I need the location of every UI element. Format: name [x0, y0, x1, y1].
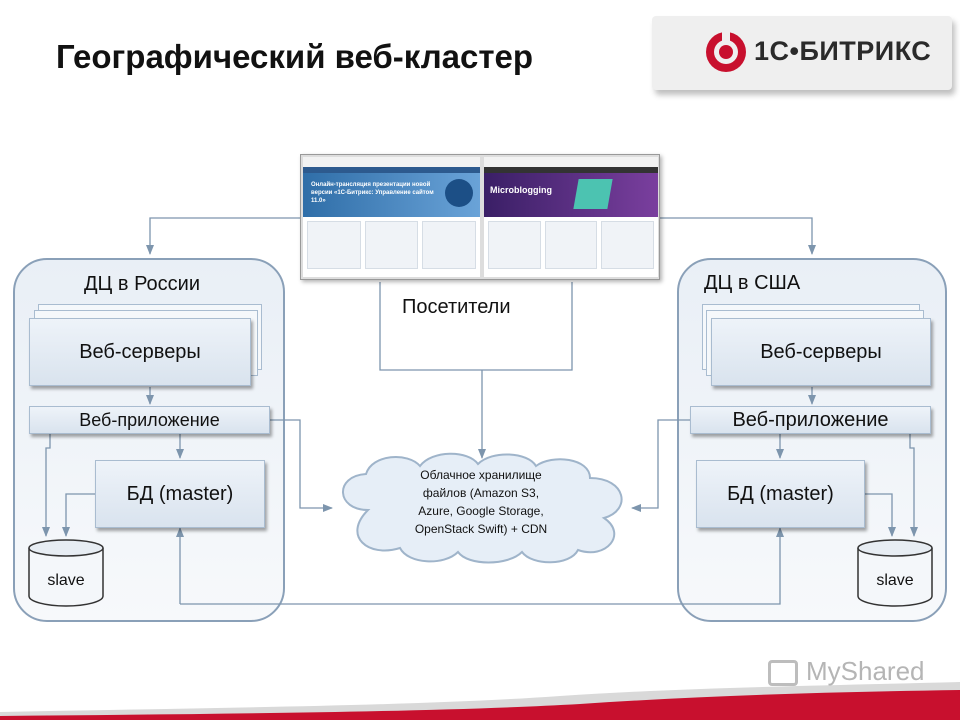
right-web-app-box: Веб-приложение [690, 406, 931, 434]
version-badge-icon [445, 179, 473, 207]
cloud-line-3: Azure, Google Storage, [380, 502, 582, 520]
left-db-slave-label: slave [26, 572, 106, 590]
right-db-slave-label: slave [855, 572, 935, 590]
myshared-logo-icon [768, 660, 798, 686]
left-app-cloud-arrow [270, 420, 332, 508]
left-app-slave-arrow [46, 434, 50, 536]
feed-right-arrow [660, 218, 812, 254]
screenshot-bitrix-ru: Онлайн-трансляция презентации новой верс… [303, 157, 480, 277]
left-web-app-box: Веб-приложение [29, 406, 270, 434]
right-web-servers-box: Веб-серверы [711, 318, 931, 386]
product-box-icon [573, 179, 612, 209]
left-db-master-box: БД (master) [95, 460, 265, 528]
right-web-app-label: Веб-приложение [732, 409, 888, 432]
feed-left-arrow [150, 218, 300, 254]
left-web-app-label: Веб-приложение [79, 410, 220, 431]
left-web-servers-label: Веб-серверы [79, 341, 201, 364]
right-db-master-label: БД (master) [727, 483, 834, 506]
right-app-slave-arrow [910, 434, 914, 536]
cloud-line-4: OpenStack Swift) + CDN [380, 520, 582, 538]
screenshot-bitrix-com: Microblogging [484, 157, 658, 277]
left-db-master-label: БД (master) [127, 483, 234, 506]
left-web-servers-box: Веб-серверы [29, 318, 251, 386]
right-app-cloud-arrow [632, 420, 690, 508]
right-master-slave-arrow [865, 494, 892, 536]
watermark-text: MyShared [806, 656, 925, 687]
footer-wave [0, 682, 960, 720]
screenshot-right-banner-text: Microblogging [490, 185, 552, 195]
right-db-master-box: БД (master) [696, 460, 865, 528]
cloud-line-2: файлов (Amazon S3, [380, 484, 582, 502]
left-master-slave-arrow [66, 494, 95, 536]
cloud-storage-text: Облачное хранилище файлов (Amazon S3, Az… [380, 466, 582, 538]
right-web-servers-label: Веб-серверы [760, 341, 882, 364]
screenshot-left-banner-text: Онлайн-трансляция презентации новой верс… [311, 181, 436, 205]
visitors-label: Посетители [402, 296, 511, 319]
cloud-line-1: Облачное хранилище [380, 466, 582, 484]
website-screenshots: Онлайн-трансляция презентации новой верс… [300, 154, 660, 280]
